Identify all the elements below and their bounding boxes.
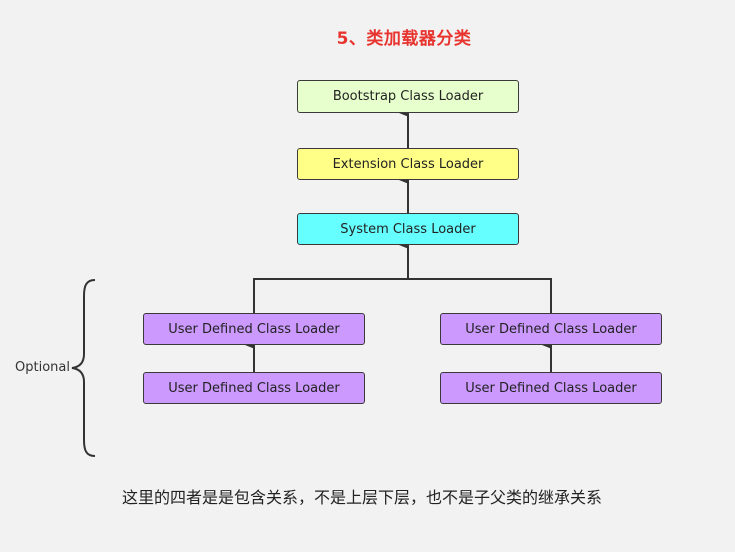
extension-class-loader-node: Extension Class Loader bbox=[297, 148, 519, 180]
diagram-title: 5、类加载器分类 bbox=[336, 29, 472, 49]
system-class-loader-node: System Class Loader bbox=[297, 213, 519, 245]
bootstrap-class-loader-node: Bootstrap Class Loader bbox=[297, 80, 519, 113]
caption-text: 这里的四者是是包含关系，不是上层下层，也不是子父类的继承关系 bbox=[122, 488, 603, 507]
optional-label: Optional bbox=[15, 360, 70, 375]
user-defined-loader-left-top: User Defined Class Loader bbox=[143, 313, 365, 345]
user-defined-loader-right-top: User Defined Class Loader bbox=[440, 313, 662, 345]
join-line-user-to-system bbox=[253, 278, 552, 313]
user-defined-loader-right-bottom: User Defined Class Loader bbox=[440, 372, 662, 404]
user-defined-loader-left-bottom: User Defined Class Loader bbox=[143, 372, 365, 404]
optional-brace bbox=[71, 279, 96, 457]
